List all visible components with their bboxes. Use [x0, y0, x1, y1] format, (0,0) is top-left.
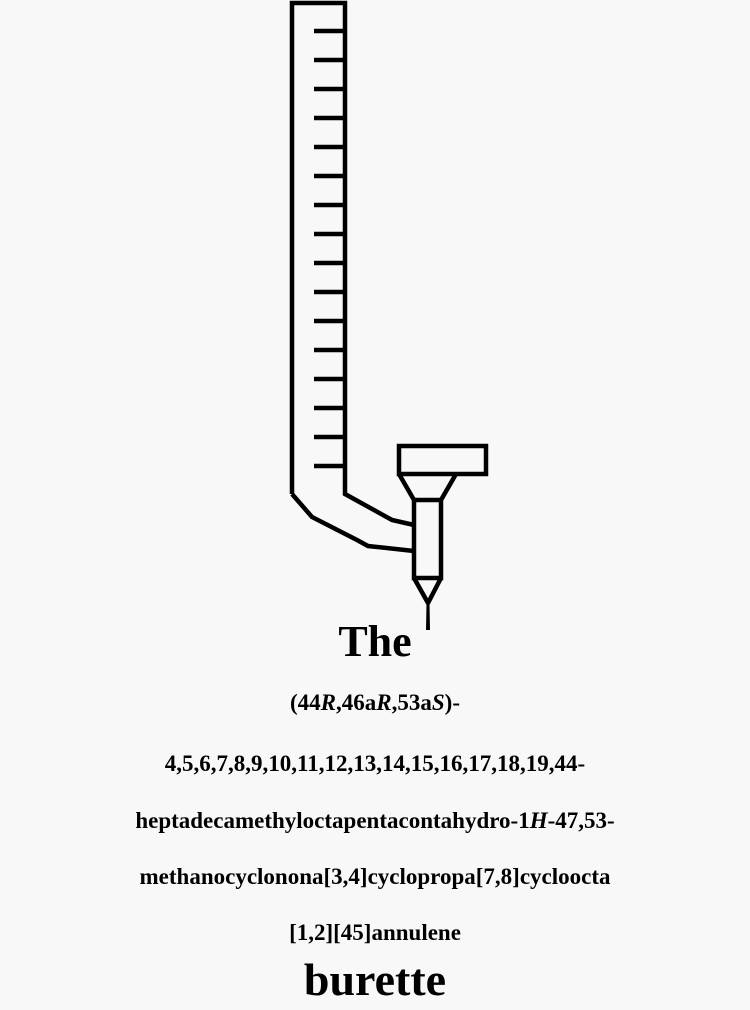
burette-tube-outline: [289, 0, 415, 528]
stopcock-funnel: [397, 472, 458, 503]
stopcock-barrel: [411, 500, 444, 581]
title-burette: burette: [303, 954, 447, 1005]
text-segment: heptadecamethyloctapentacontahydro-1: [135, 808, 530, 833]
burette-icon: [289, 0, 489, 630]
italic-descriptor: S: [431, 690, 445, 715]
italic-descriptor: H: [529, 808, 548, 833]
chemical-name-line-1: (44R,46aR,53aS)-: [0, 688, 750, 718]
text-segment: (44: [290, 690, 321, 715]
italic-descriptor: R: [376, 690, 392, 715]
chemical-name-line-3: heptadecamethyloctapentacontahydro-1H-47…: [0, 806, 750, 836]
text-segment: -47,53-: [547, 808, 615, 833]
text-segment: ,46a: [336, 690, 377, 715]
chemical-name-line-2: 4,5,6,7,8,9,10,11,12,13,14,15,16,17,18,1…: [164, 751, 586, 776]
chemical-name-line-4: methanocyclonona[3,4]cyclopropa[7,8]cycl…: [139, 864, 611, 889]
text-segment: ,53a: [391, 690, 432, 715]
burette-tip: [412, 576, 443, 608]
drip-icon: [426, 603, 430, 630]
text-segment: )-: [444, 690, 460, 715]
italic-descriptor: R: [320, 690, 337, 715]
graduation-ticks: [314, 28, 345, 469]
stopcock-handle: [396, 443, 489, 477]
chemical-name-line-5: [1,2][45]annulene: [289, 920, 461, 945]
title-the: The: [338, 617, 412, 666]
burette-bend-outer: [290, 492, 415, 554]
